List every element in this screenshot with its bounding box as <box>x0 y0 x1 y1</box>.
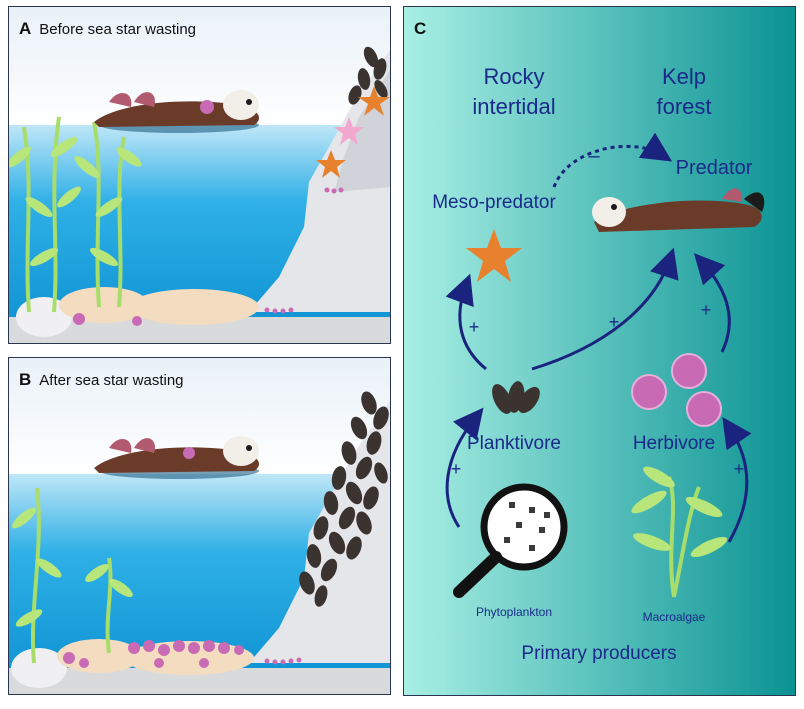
panel-letter-a: A <box>19 19 32 38</box>
sea-star-orange-icon <box>358 86 390 116</box>
kelp-icon <box>667 476 701 598</box>
arrow-planktivore-to-meso <box>445 273 487 371</box>
rock-cliff <box>249 49 390 312</box>
sign-positive: + <box>700 300 712 320</box>
macroalgae-label: Macroalgae <box>642 610 706 624</box>
panel-b-caption: After sea star wasting <box>39 372 184 389</box>
sign-positive: + <box>468 317 480 337</box>
urchin-icon <box>631 353 722 427</box>
panel-c-title: C <box>414 19 434 39</box>
arrow-phytoplankton-to-planktivore <box>445 407 484 528</box>
sea-otter-icon <box>94 436 259 479</box>
panel-letter-b: B <box>19 370 32 389</box>
arrow-planktivore-to-predator <box>531 247 679 371</box>
arrow-herbivore-to-predator <box>693 253 731 353</box>
kelp-icon <box>30 487 113 664</box>
scene-after <box>9 358 390 694</box>
magnifying-glass-icon <box>453 483 568 598</box>
sea-star-orange-icon <box>466 229 522 282</box>
food-web-diagram <box>404 7 795 695</box>
panel-a-before-wasting: A Before sea star wasting <box>8 6 391 344</box>
planktivore-label: Planktivore <box>467 433 561 454</box>
sign-positive: + <box>450 459 462 479</box>
predator-label: Predator <box>675 157 753 179</box>
habitat-right-label: Kelp forest <box>656 64 712 119</box>
mussel-bed <box>299 391 389 607</box>
arrow-macroalgae-to-herbivore <box>722 417 752 543</box>
primary-producers-label: Primary producers <box>521 643 677 664</box>
sea-star-pink-icon <box>334 117 364 145</box>
panel-b-title: B After sea star wasting <box>19 370 184 390</box>
sign-negative: – <box>588 145 600 167</box>
sea-star-orange-icon <box>316 150 346 178</box>
scene-before <box>9 7 390 343</box>
panel-letter-c: C <box>414 19 427 38</box>
urchin-barren <box>63 640 244 668</box>
herbivore-label: Herbivore <box>632 433 716 454</box>
panel-b-after-wasting: B After sea star wasting <box>8 357 391 695</box>
habitat-left-label: Rocky intertidal <box>472 64 556 119</box>
mussel-icon <box>492 381 540 414</box>
panel-c-food-web: C Rocky intertidal Kelp forest – Predato… <box>403 6 796 696</box>
sign-positive: + <box>733 459 745 479</box>
arrow-meso-to-predator <box>552 132 673 188</box>
sign-positive: + <box>608 312 620 332</box>
sea-otter-icon <box>94 90 259 133</box>
panel-a-caption: Before sea star wasting <box>39 21 197 38</box>
meso-predator-label: Meso-predator <box>432 192 556 213</box>
panel-a-title: A Before sea star wasting <box>19 19 196 39</box>
sea-otter-icon <box>592 188 765 232</box>
phytoplankton-label: Phytoplankton <box>475 605 553 619</box>
mussel-cluster <box>348 46 388 105</box>
